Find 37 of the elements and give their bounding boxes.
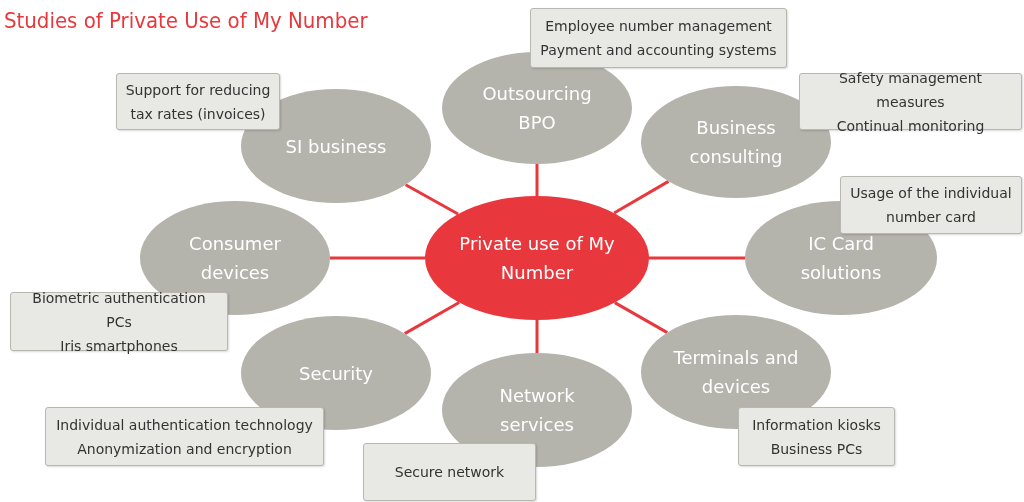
callout-box	[840, 176, 1022, 234]
node-label: Employee number management	[545, 17, 772, 36]
callout-box	[530, 8, 787, 68]
callout-box	[45, 407, 324, 466]
connector-line	[404, 301, 460, 335]
node-label: Anonymization and encryption	[77, 439, 292, 459]
node-label: Information kiosks	[752, 415, 881, 435]
node-label: Outsourcing BPO	[481, 82, 593, 135]
connector-line	[613, 180, 670, 215]
node-label: Support for reducing tax rates (invoices)	[125, 80, 271, 124]
callout-box	[363, 443, 536, 501]
node-label: Usage of the individual number card	[849, 184, 1013, 227]
node-label: Iris smartphones	[60, 336, 178, 356]
node-label: Private use of My Number	[458, 232, 616, 285]
node-label: Biometric authentication PCs	[31, 288, 207, 332]
node-label: Business consulting	[688, 116, 784, 169]
connector-line	[330, 256, 425, 260]
node-label: Security	[299, 361, 373, 386]
node-label: SI business	[285, 134, 387, 159]
connector-line	[649, 256, 745, 260]
node-label: Network services	[498, 384, 576, 437]
node-label: Continual monitoring	[836, 116, 985, 136]
connector-line	[535, 320, 539, 353]
node-label: IC Card solutions	[799, 232, 883, 285]
callout-box	[116, 73, 280, 130]
node-label: Safety management measures	[838, 68, 983, 112]
node-label: Business PCs	[770, 439, 863, 459]
connector-line	[614, 301, 669, 334]
diagram-title: Studies of Private Use of My Number	[4, 8, 368, 33]
callout-box	[738, 407, 895, 466]
connector-line	[404, 183, 459, 216]
connector-line	[535, 164, 539, 196]
node-label: Terminals and devices	[672, 346, 800, 399]
node-label: Individual authentication technology	[56, 415, 313, 435]
node-label: Payment and accounting systems	[540, 41, 777, 60]
node-label: Consumer devices	[188, 232, 282, 285]
node-label: Secure network	[394, 463, 505, 482]
